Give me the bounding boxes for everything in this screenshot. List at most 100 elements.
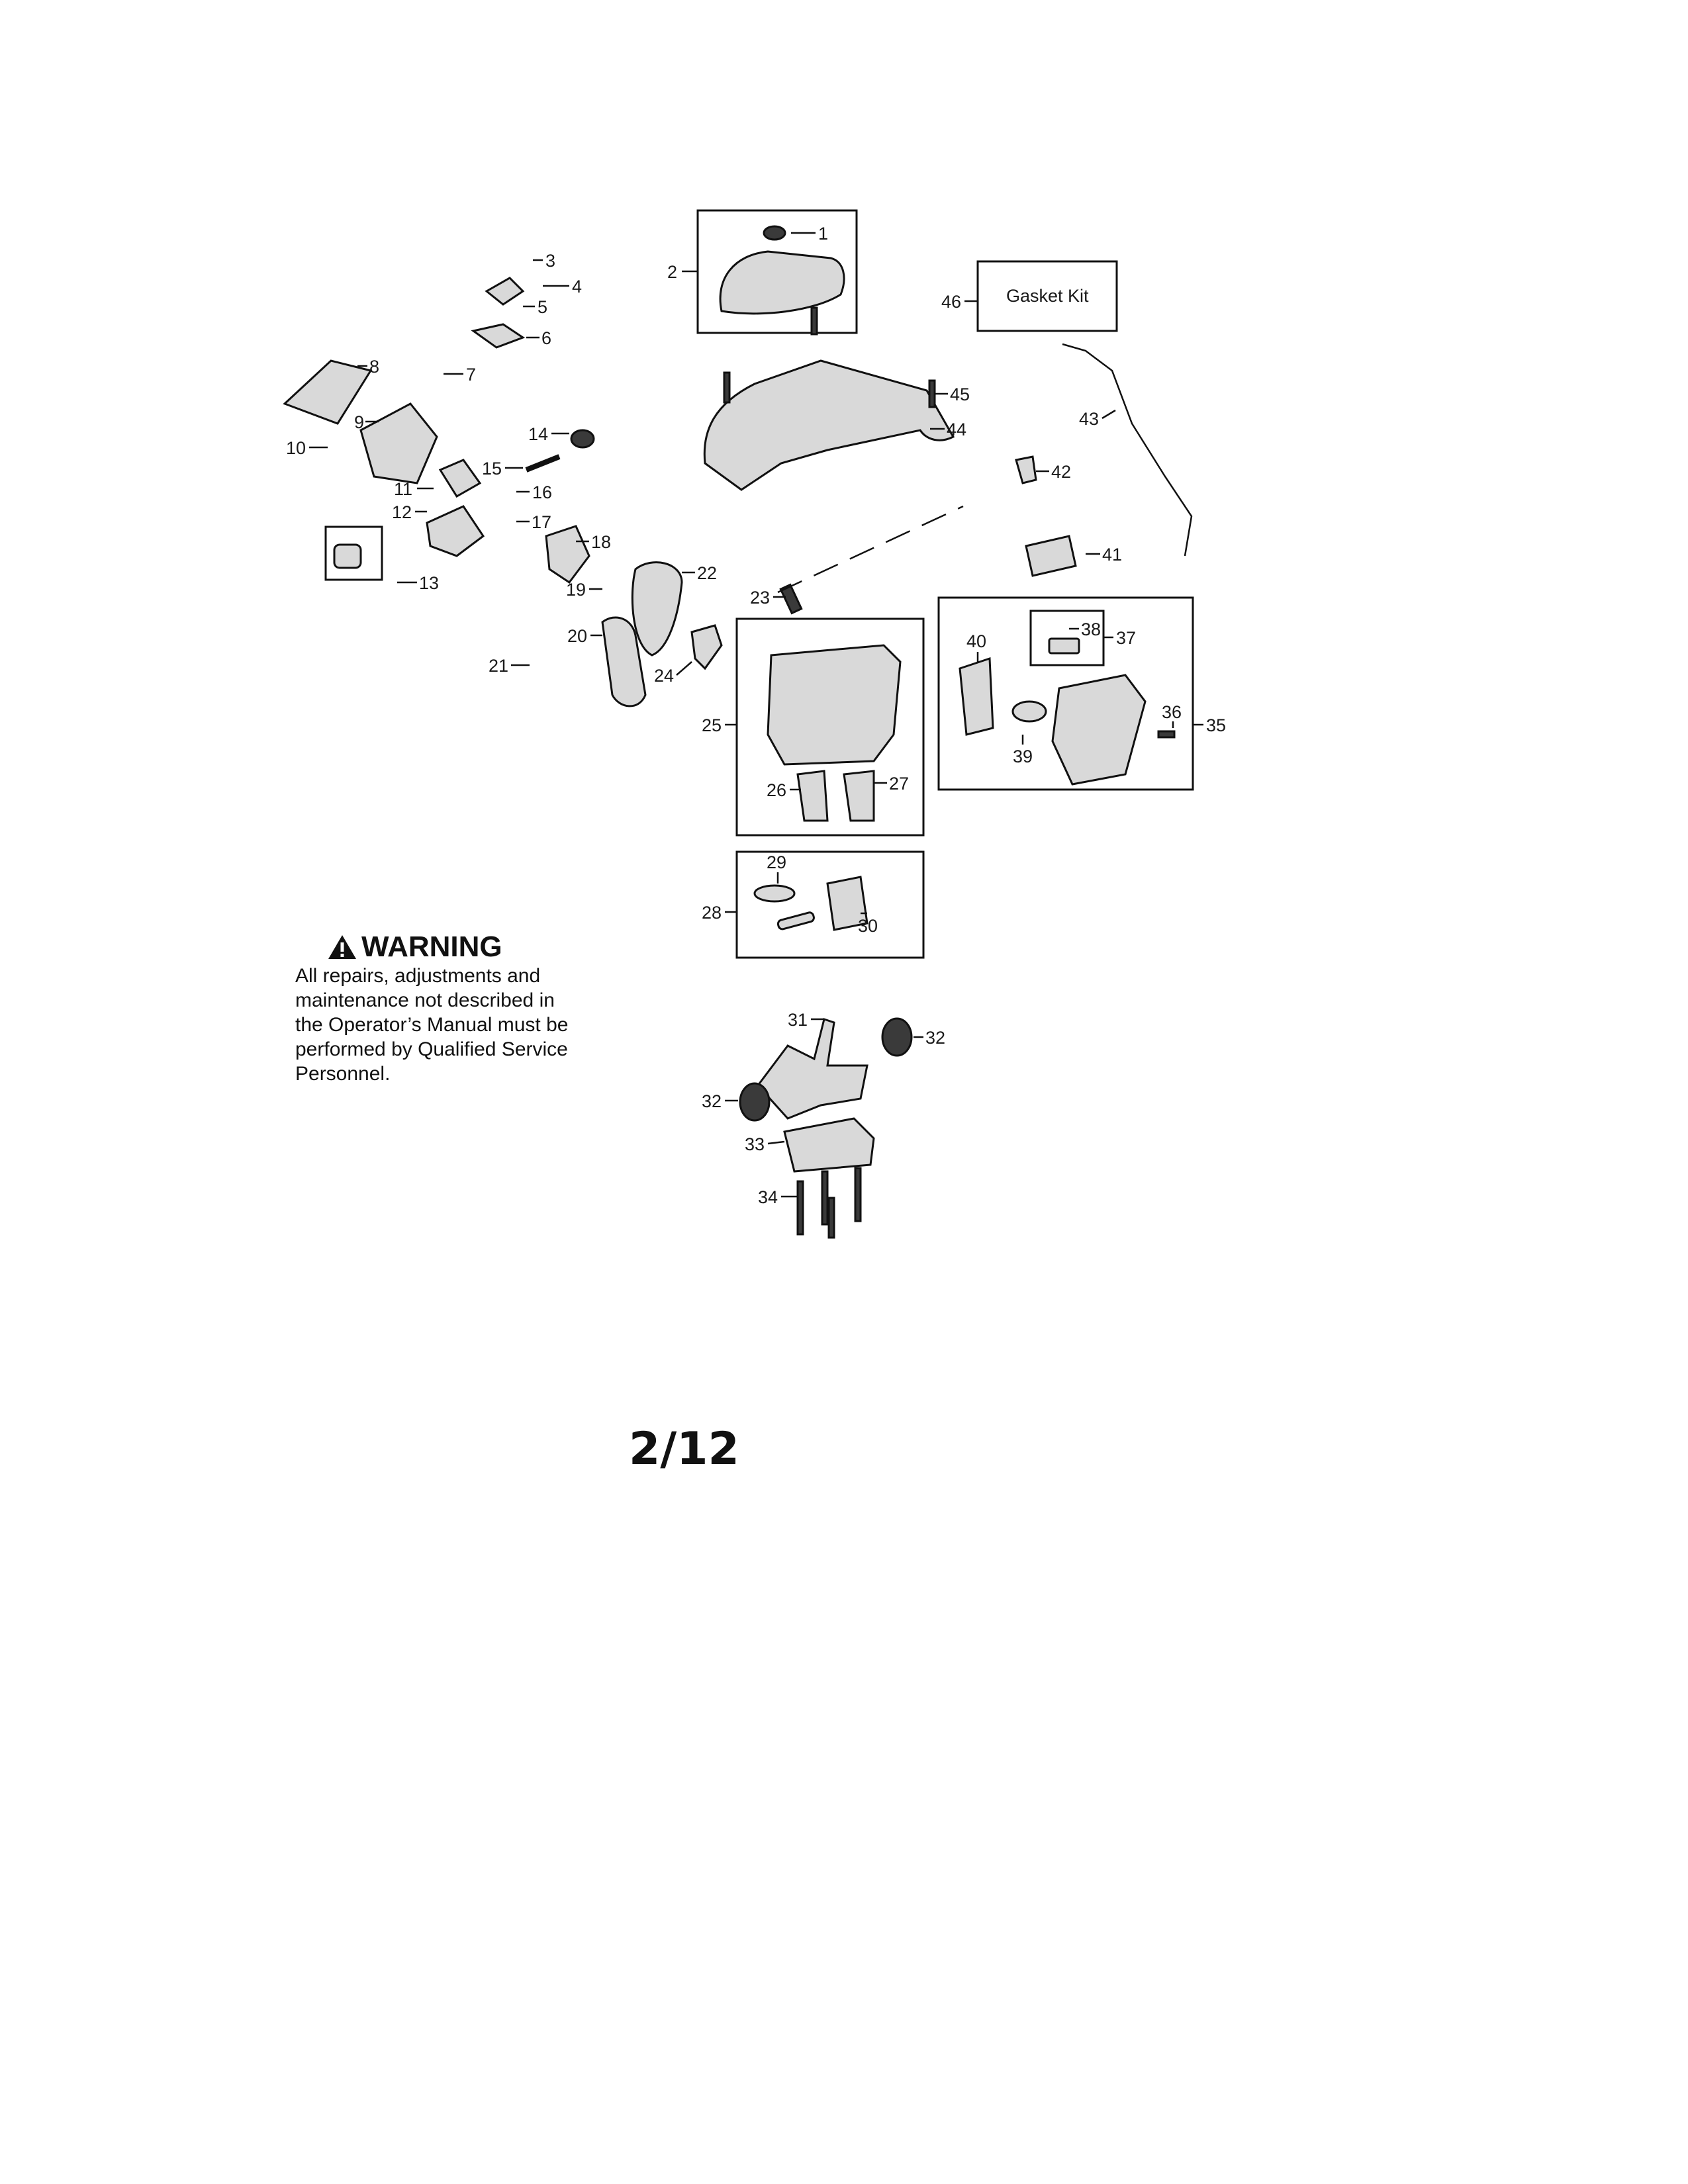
heat-shield: [690, 624, 723, 670]
air-filter: [283, 359, 373, 425]
callout-13: 13: [419, 573, 439, 593]
intake-gasket: [601, 616, 647, 707]
intake-manifold: [545, 525, 590, 584]
callout-33: 33: [745, 1134, 765, 1154]
leader-43: [1102, 409, 1116, 420]
callout-41: 41: [1102, 545, 1122, 565]
spark-plug: [779, 583, 803, 615]
air-filter-knob: [763, 225, 786, 241]
muffler-box: [937, 596, 1194, 791]
warning-title: WARNING: [295, 932, 639, 962]
piston-pin: [776, 911, 815, 931]
callout-38: 38: [1081, 619, 1101, 639]
muffler-shield: [1048, 637, 1080, 655]
wire-harness: [1062, 343, 1193, 557]
callout-44: 44: [947, 420, 966, 439]
bearing-right: [881, 1017, 913, 1057]
callout-32-left: 32: [702, 1091, 722, 1111]
callout-24: 24: [654, 666, 674, 686]
exhaust-gasket: [1011, 700, 1047, 723]
callout-4: 4: [572, 277, 582, 296]
engine-top-cover: [703, 359, 955, 491]
crankcase-bolt-1: [796, 1180, 804, 1236]
air-box-base: [359, 402, 438, 484]
bearing-left: [739, 1082, 771, 1122]
gasket-kit-label: Gasket Kit: [1006, 286, 1089, 306]
callout-36: 36: [1162, 702, 1182, 722]
callout-21: 21: [489, 656, 508, 676]
callout-19: 19: [566, 580, 586, 600]
callout-30: 30: [858, 916, 878, 936]
callout-20: 20: [567, 626, 587, 646]
ignition-module: [1025, 535, 1077, 577]
fuel-pump-fitting: [570, 429, 595, 449]
callout-12: 12: [392, 502, 412, 522]
crankcase: [783, 1117, 875, 1173]
callout-7: 7: [466, 365, 476, 385]
callout-46: 46: [941, 292, 961, 312]
carburetor: [426, 505, 485, 557]
callout-40: 40: [966, 631, 986, 651]
callout-2: 2: [667, 262, 677, 282]
carburetor-spacer: [438, 459, 482, 498]
callout-1: 1: [818, 224, 828, 244]
ignition-dashed-line: [777, 505, 964, 594]
warning-triangle-icon: [328, 935, 356, 959]
cover-screw-right: [928, 379, 936, 408]
callout-17: 17: [532, 512, 551, 532]
callout-16: 16: [532, 482, 552, 502]
air-filter-cover: [719, 250, 845, 315]
primer-bulb: [333, 543, 362, 569]
cylinder-gasket-right: [843, 770, 875, 822]
callout-37: 37: [1116, 628, 1136, 648]
callout-43: 43: [1079, 409, 1099, 429]
leader-33: [767, 1140, 785, 1145]
warning-title-text: WARNING: [361, 931, 502, 963]
callout-10: 10: [286, 438, 306, 458]
callout-35: 35: [1206, 715, 1226, 735]
callout-11: 11: [394, 479, 412, 499]
ignition-boot: [1015, 455, 1037, 484]
primer-bulb-box: [324, 525, 383, 581]
callout-25: 25: [702, 715, 722, 735]
crankcase-bolt-2: [821, 1170, 829, 1226]
reed-block: [631, 561, 683, 657]
warning-body-text: All repairs, adjustments and maintenance…: [295, 965, 569, 1085]
choke-linkage: [485, 277, 525, 306]
callout-6: 6: [541, 328, 551, 348]
leader-24: [676, 661, 692, 676]
callout-23: 23: [750, 588, 770, 608]
callout-5: 5: [538, 297, 547, 317]
piston-ring: [753, 884, 796, 903]
cylinder: [767, 644, 902, 766]
callout-42: 42: [1051, 462, 1071, 482]
crankcase-bolt-4: [827, 1197, 835, 1239]
callout-28: 28: [702, 903, 722, 923]
callout-39: 39: [1013, 747, 1033, 766]
warning-notice: WARNING All repairs, adjustments and mai…: [295, 932, 639, 1086]
cylinder-box: [735, 617, 925, 837]
callout-14: 14: [528, 424, 548, 444]
crankcase-bolt-3: [854, 1167, 862, 1222]
callout-22: 22: [697, 563, 717, 583]
page-number: 2/12: [629, 1423, 739, 1475]
callout-9: 9: [354, 412, 364, 432]
callout-32-right: 32: [925, 1028, 945, 1048]
callout-29: 29: [767, 852, 786, 872]
throttle-linkage: [471, 323, 526, 349]
fuel-line: [525, 454, 561, 473]
muffler-gasket: [959, 657, 994, 736]
muffler: [1051, 674, 1147, 786]
gasket-kit-box: [976, 260, 1118, 332]
crankshaft: [757, 1018, 868, 1120]
cover-screw-center: [810, 306, 818, 336]
piston: [826, 876, 868, 931]
callout-18: 18: [591, 532, 611, 552]
callout-27: 27: [889, 774, 909, 794]
callout-8: 8: [369, 357, 379, 377]
cylinder-gasket-left: [796, 770, 829, 822]
callout-34: 34: [758, 1187, 778, 1207]
callout-26: 26: [767, 780, 786, 800]
piston-box: [735, 850, 925, 959]
